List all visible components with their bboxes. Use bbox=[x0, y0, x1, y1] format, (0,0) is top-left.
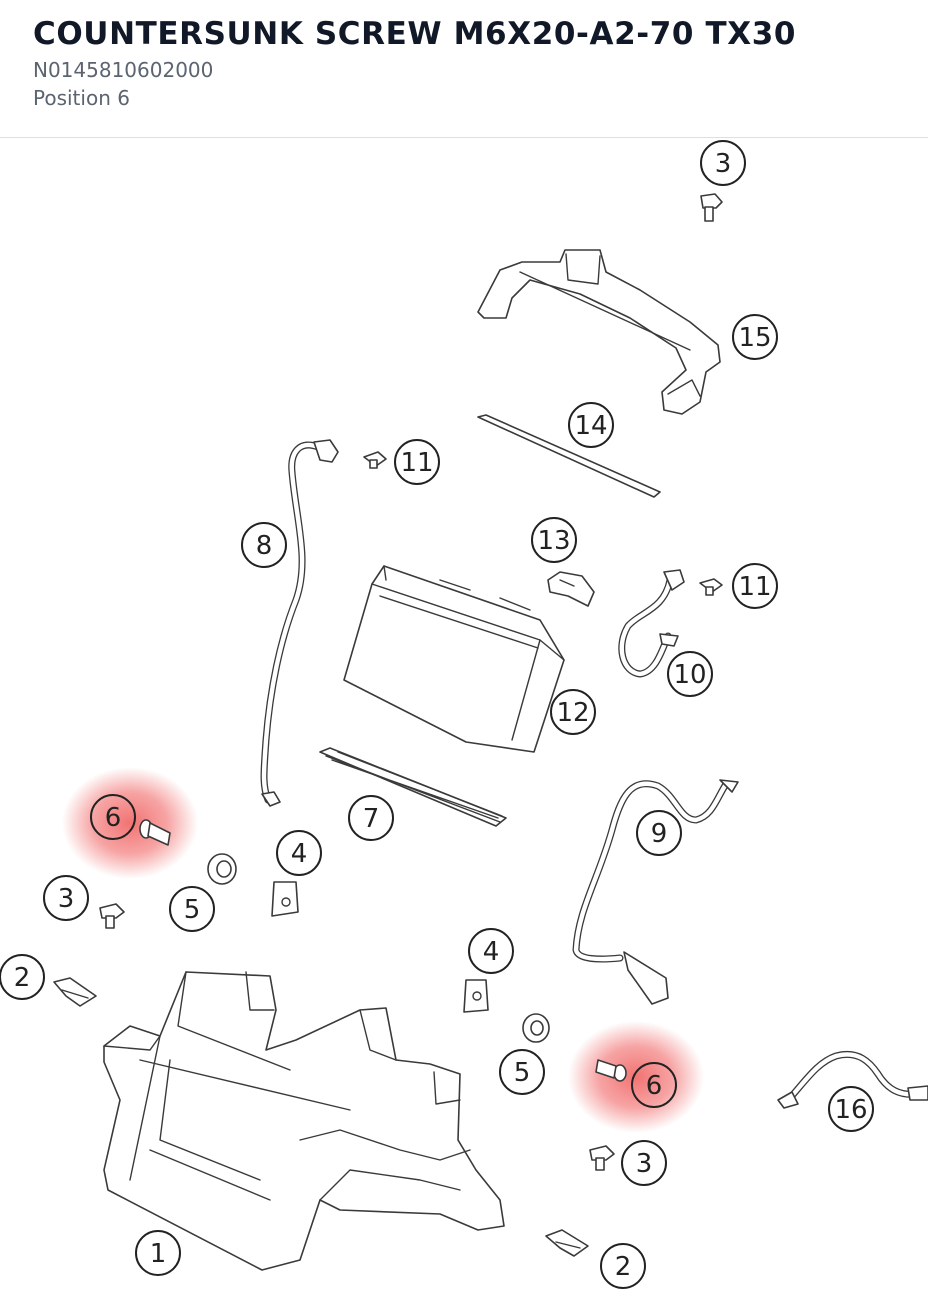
callout-14[interactable]: 14 bbox=[568, 402, 614, 448]
svg-text:11: 11 bbox=[738, 572, 771, 602]
callout-11[interactable]: 11 bbox=[732, 563, 778, 609]
callout-2[interactable]: 2 bbox=[600, 1243, 646, 1289]
callout-10[interactable]: 10 bbox=[667, 651, 713, 697]
svg-text:5: 5 bbox=[514, 1058, 531, 1088]
svg-text:3: 3 bbox=[636, 1149, 653, 1179]
mat-part-7[interactable] bbox=[319, 747, 507, 827]
svg-text:1: 1 bbox=[150, 1239, 167, 1269]
clip-nut-part-4[interactable] bbox=[463, 979, 489, 1013]
svg-text:10: 10 bbox=[673, 660, 706, 690]
clip-part-2[interactable] bbox=[53, 977, 97, 1007]
callout-8[interactable]: 8 bbox=[241, 522, 287, 568]
svg-text:4: 4 bbox=[483, 937, 500, 967]
callout-2[interactable]: 2 bbox=[0, 954, 45, 1000]
callout-15[interactable]: 15 bbox=[732, 314, 778, 360]
screw-part-3[interactable] bbox=[99, 903, 125, 929]
diagram-canvas: 1 2 2 3 3 3 4 4 bbox=[0, 140, 928, 1289]
svg-text:3: 3 bbox=[715, 149, 732, 179]
svg-text:12: 12 bbox=[556, 698, 589, 728]
pad-part-14[interactable] bbox=[477, 414, 661, 498]
svg-text:13: 13 bbox=[537, 526, 570, 556]
part-number: N0145810602000 bbox=[33, 58, 214, 82]
clip-part-2[interactable] bbox=[545, 1229, 589, 1257]
exploded-parts-diagram: 1 2 2 3 3 3 4 4 bbox=[0, 139, 928, 1290]
callout-7[interactable]: 7 bbox=[348, 795, 394, 841]
callout-5[interactable]: 5 bbox=[499, 1049, 545, 1095]
callout-4[interactable]: 4 bbox=[276, 830, 322, 876]
callout-16[interactable]: 16 bbox=[828, 1086, 874, 1132]
selected-part-highlight bbox=[62, 767, 198, 879]
callout-13[interactable]: 13 bbox=[531, 517, 577, 563]
svg-text:5: 5 bbox=[184, 895, 201, 925]
screw-part-11[interactable] bbox=[363, 451, 387, 469]
callout-5[interactable]: 5 bbox=[169, 886, 215, 932]
callout-3[interactable]: 3 bbox=[621, 1140, 667, 1186]
svg-text:11: 11 bbox=[400, 448, 433, 478]
cable-part-8[interactable] bbox=[260, 439, 339, 807]
screw-part-3[interactable] bbox=[589, 1145, 615, 1171]
svg-text:14: 14 bbox=[574, 411, 607, 441]
callout-6-selected[interactable]: 6 bbox=[90, 794, 136, 840]
position-label: Position 6 bbox=[33, 86, 130, 110]
screw-part-11[interactable] bbox=[699, 578, 723, 596]
svg-text:6: 6 bbox=[646, 1071, 663, 1101]
cable-part-9[interactable] bbox=[572, 779, 739, 1005]
svg-text:9: 9 bbox=[651, 819, 668, 849]
callout-11[interactable]: 11 bbox=[394, 439, 440, 485]
grommet-part-5[interactable] bbox=[207, 853, 237, 885]
svg-text:7: 7 bbox=[363, 804, 380, 834]
svg-text:2: 2 bbox=[14, 963, 31, 993]
svg-text:4: 4 bbox=[291, 839, 308, 869]
battery-tray-part-1[interactable] bbox=[103, 971, 505, 1271]
screw-part-3[interactable] bbox=[700, 193, 723, 222]
part-header: COUNTERSUNK SCREW M6X20-A2-70 TX30 N0145… bbox=[0, 0, 928, 138]
callout-1[interactable]: 1 bbox=[135, 1230, 181, 1276]
terminal-cover-part-13[interactable] bbox=[547, 571, 595, 607]
battery-part-12[interactable] bbox=[343, 565, 565, 753]
svg-text:16: 16 bbox=[834, 1095, 867, 1125]
cable-part-16[interactable] bbox=[777, 1051, 928, 1109]
svg-text:15: 15 bbox=[738, 323, 771, 353]
svg-text:2: 2 bbox=[615, 1252, 632, 1282]
countersunk-screw-part-6[interactable] bbox=[595, 1059, 627, 1082]
clip-nut-part-4[interactable] bbox=[271, 881, 299, 917]
callout-9[interactable]: 9 bbox=[636, 810, 682, 856]
callout-4[interactable]: 4 bbox=[468, 928, 514, 974]
svg-text:6: 6 bbox=[105, 803, 122, 833]
selected-part-highlight bbox=[568, 1021, 704, 1133]
cable-part-10[interactable] bbox=[618, 569, 685, 678]
callout-3[interactable]: 3 bbox=[700, 140, 746, 186]
callout-6-selected[interactable]: 6 bbox=[631, 1062, 677, 1108]
svg-text:8: 8 bbox=[256, 531, 273, 561]
svg-text:3: 3 bbox=[58, 884, 75, 914]
countersunk-screw-part-6[interactable] bbox=[139, 819, 171, 846]
callout-12[interactable]: 12 bbox=[550, 689, 596, 735]
bracket-part-15[interactable] bbox=[477, 249, 721, 415]
callout-3[interactable]: 3 bbox=[43, 875, 89, 921]
grommet-part-5[interactable] bbox=[522, 1013, 550, 1043]
part-title: COUNTERSUNK SCREW M6X20-A2-70 TX30 bbox=[33, 16, 797, 52]
